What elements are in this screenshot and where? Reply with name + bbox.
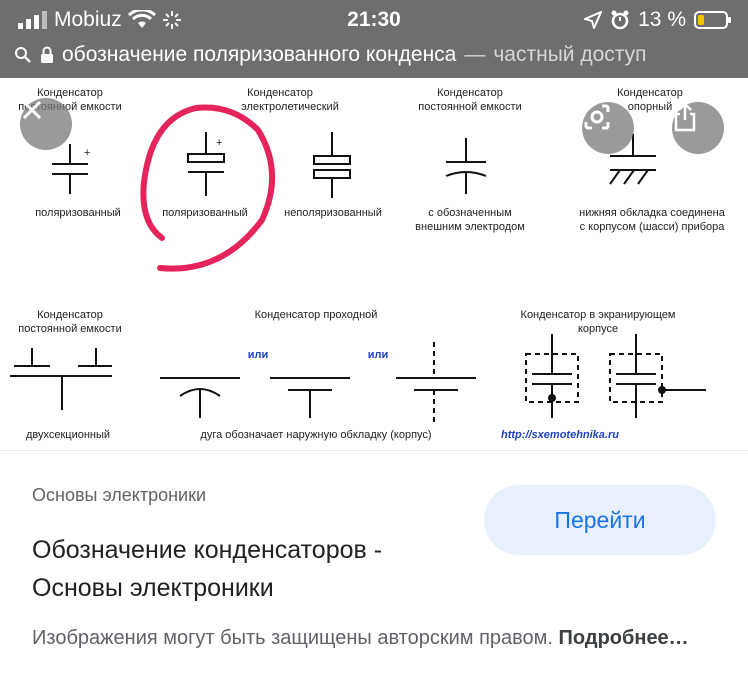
label-shielded-b: корпусе	[578, 323, 618, 335]
label-shielded-a: Конденсатор в экранирующем	[521, 309, 676, 321]
label-cap-const-3a: Конденсатор	[37, 309, 103, 321]
url-separator: —	[464, 43, 486, 66]
learn-more-link[interactable]: Подробнее…	[558, 627, 689, 649]
status-bar: Mobiuz 21:30	[0, 6, 748, 34]
label-polarized-2: поляризованный	[162, 207, 248, 219]
label-nonpolarized: неполяризованный	[284, 207, 382, 219]
label-cap-ref-b: опорный	[628, 101, 672, 113]
label-lower-a: нижняя обкладка соединена	[579, 207, 726, 219]
browser-top-bar: Mobiuz 21:30	[0, 0, 748, 78]
url-query: обозначение поляризованного конденса	[62, 43, 457, 66]
battery-percent: 13 %	[638, 8, 686, 31]
share-icon	[674, 102, 696, 132]
label-outer-b: внешним электродом	[415, 221, 525, 233]
label-cap-const-1a: Конденсатор	[37, 87, 103, 99]
label-cap-electro-a: Конденсатор	[247, 87, 313, 99]
image-info-panel: Основы электроники Обозначение конденсат…	[0, 450, 748, 695]
label-cap-const-3b: постоянной емкости	[18, 323, 121, 335]
copyright-notice: Изображения могут быть защищены авторски…	[32, 623, 712, 653]
label-feedthrough: Конденсатор проходной	[255, 309, 378, 321]
location-arrow-icon	[584, 11, 603, 29]
lens-search-button[interactable]	[582, 102, 634, 154]
carrier-name: Mobiuz	[54, 8, 122, 31]
plus-sign-1: +	[84, 147, 90, 159]
capacitor-symbols-image: Конденсатор постоянной емкости Конденсат…	[10, 87, 726, 441]
plus-sign-2: +	[216, 137, 222, 149]
highlight-circle	[140, 104, 275, 272]
source-name[interactable]: Основы электроники	[32, 485, 207, 505]
image-preview[interactable]: Конденсатор постоянной емкости Конденсат…	[0, 78, 748, 450]
search-icon	[15, 47, 31, 63]
label-lower-b: с корпусом (шасси) прибора	[580, 221, 726, 233]
close-icon	[22, 100, 42, 120]
image-watermark: http://sxemotehnika.ru	[501, 429, 619, 441]
address-bar[interactable]: обозначение поляризованного конденса — ч…	[14, 40, 734, 70]
copyright-text: Изображения могут быть защищены авторски…	[32, 627, 553, 649]
lock-icon	[41, 46, 53, 63]
label-arc-note: дуга обозначает наружную обкладку (корпу…	[200, 429, 431, 441]
loading-spinner-icon	[162, 11, 181, 29]
close-button[interactable]	[20, 98, 72, 150]
private-mode-label: частный доступ	[493, 43, 647, 66]
page-title[interactable]: Обозначение конденсаторов - Основы элект…	[32, 536, 383, 602]
label-two-section: двухсекционный	[26, 429, 110, 441]
label-cap-electro-b: электролетический	[241, 101, 339, 113]
lens-icon	[584, 104, 610, 130]
label-cap-const-2a: Конденсатор	[437, 87, 503, 99]
visit-button[interactable]: Перейти	[484, 485, 716, 555]
signal-icon	[18, 11, 47, 29]
label-polarized-1: поляризованный	[35, 207, 121, 219]
share-button[interactable]	[672, 102, 724, 154]
wifi-icon	[127, 10, 156, 28]
battery-icon	[694, 11, 731, 29]
label-outer-a: с обозначенным	[428, 207, 511, 219]
alarm-icon	[611, 10, 629, 30]
label-or-2: или	[368, 349, 389, 361]
label-cap-const-2b: постоянной емкости	[418, 101, 521, 113]
label-or-1: или	[248, 349, 269, 361]
label-cap-ref-a: Конденсатор	[617, 87, 683, 99]
clock: 21:30	[347, 8, 401, 31]
